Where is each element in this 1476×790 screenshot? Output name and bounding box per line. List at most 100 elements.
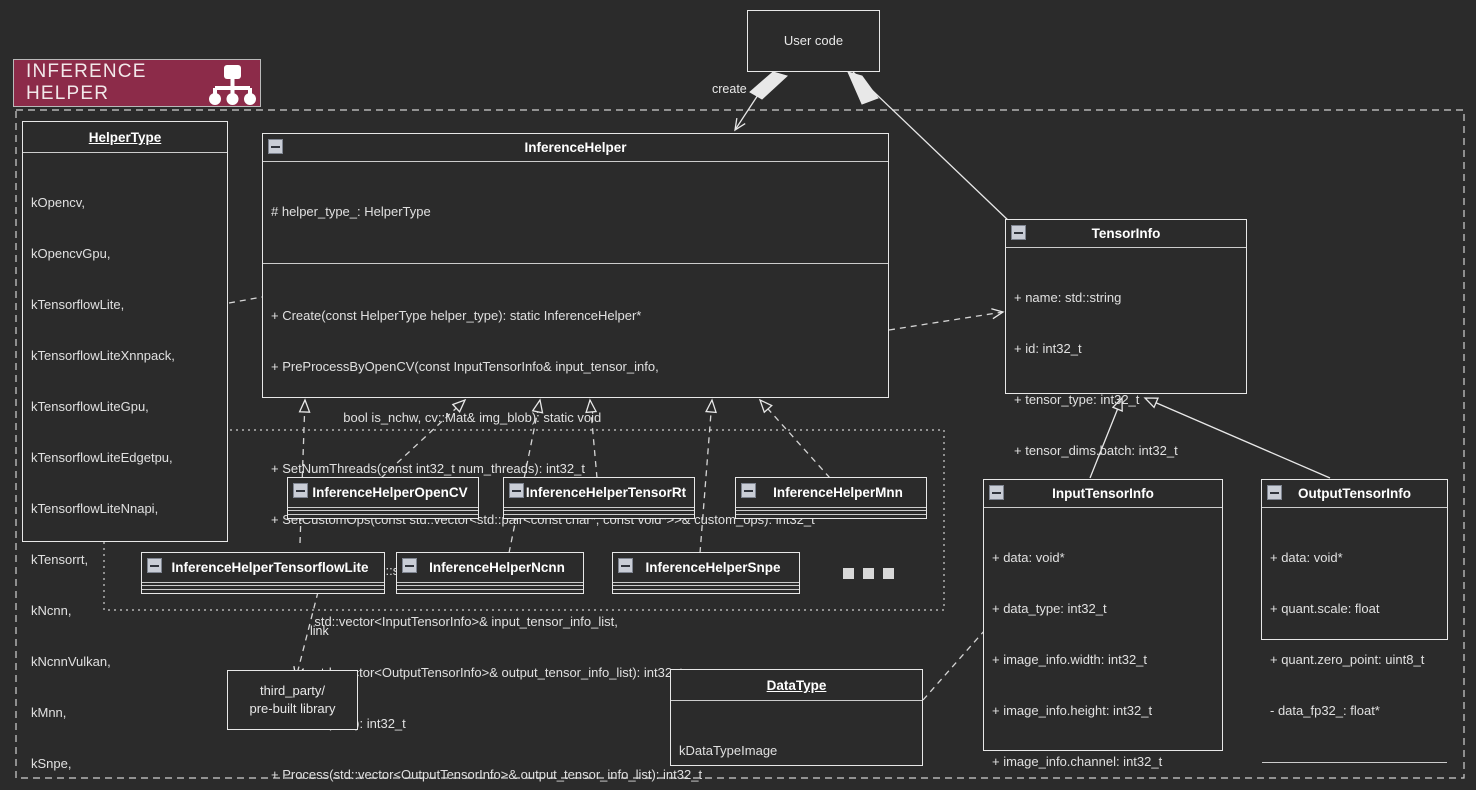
empty-compartment [736, 511, 926, 515]
third-party-line2: pre-built library [249, 701, 336, 716]
enum-value: kMnn, [31, 705, 67, 720]
divider [671, 700, 922, 701]
divider [1006, 247, 1246, 248]
attribute-row: + data: void* [992, 550, 1065, 565]
attribute-row: + quant.zero_point: uint8_t [1270, 652, 1425, 667]
attribute-row: # helper_type_: HelperType [271, 204, 431, 219]
user-code-box: User code [747, 10, 880, 72]
attribute-row: + data_type: int32_t [992, 601, 1107, 616]
edge-label-link: link [310, 624, 329, 638]
edge-inferencehelper-tensorinfo [888, 308, 1005, 331]
logo-text: INFERENCE HELPER [26, 61, 147, 104]
tensorinfo-title: TensorInfo [1006, 220, 1246, 247]
divider [263, 161, 888, 162]
attribute-row: + quant.scale: float [1270, 601, 1380, 616]
helpertype-values: kOpencv, kOpencvGpu, kTensorflowLite, kT… [23, 153, 227, 790]
subclass-title: InferenceHelperTensorflowLite [142, 553, 384, 582]
edge-helpertype-inferencehelper [228, 296, 263, 304]
inferencehelper-attributes: # helper_type_: HelperType [263, 162, 888, 263]
empty-compartment [504, 511, 694, 515]
operation-row: + PreProcessByOpenCV(const InputTensorIn… [271, 359, 659, 374]
enum-value: kSnpe, [31, 756, 72, 771]
enum-value: kNcnn, [31, 603, 72, 618]
user-code-label: User code [783, 33, 844, 48]
enum-value: kDataTypeImage [679, 743, 778, 758]
edge-datatype-inputtensorinfo [922, 629, 986, 701]
attribute-row: + tensor_type: int32_t [1014, 392, 1140, 407]
enum-value: kNcnnVulkan, [31, 654, 111, 669]
edge-create [734, 71, 774, 132]
collapse-minus-icon[interactable] [741, 483, 756, 498]
class-box-inferencehelpertensorrt[interactable]: InferenceHelperTensorRt [503, 477, 695, 519]
collapse-minus-icon[interactable] [402, 558, 417, 573]
enum-value: kTensorflowLiteNnapi, [31, 501, 159, 516]
class-box-inputtensorinfo[interactable]: InputTensorInfo + data: void* + data_typ… [983, 479, 1223, 769]
attribute-row: - data_fp32_: float* [1270, 703, 1380, 718]
outputtensorinfo-attributes: + data: void* + quant.scale: float + qua… [1262, 508, 1447, 762]
enum-value: kTensorflowLiteEdgetpu, [31, 450, 173, 465]
class-box-tensorinfo[interactable]: TensorInfo + name: std::string + id: int… [1005, 219, 1247, 611]
attribute-row: + image_info.height: int32_t [992, 703, 1153, 718]
class-box-datatype[interactable]: DataType kDataTypeImage kDataTypeBlobNhw… [670, 669, 923, 766]
enum-value: kOpencv, [31, 195, 85, 210]
third-party-line1: third_party/ [259, 683, 326, 698]
attribute-row: + image_info.width: int32_t [992, 652, 1148, 667]
subclass-title: InferenceHelperSnpe [613, 553, 799, 582]
edge-label-create: create [712, 82, 747, 96]
inference-helper-logo: INFERENCE HELPER [13, 59, 261, 107]
collapse-minus-icon[interactable] [618, 558, 633, 573]
empty-compartment [504, 507, 694, 511]
collapse-minus-icon[interactable] [1011, 225, 1026, 240]
empty-compartment [736, 507, 926, 511]
collapse-minus-icon[interactable] [989, 485, 1004, 500]
enum-value: kTensorrt, [31, 552, 89, 567]
sitemap-icon [204, 60, 260, 106]
attribute-row: + data: void* [1270, 550, 1343, 565]
divider [23, 152, 227, 153]
collapse-minus-icon[interactable] [509, 483, 524, 498]
class-box-inferencehelper[interactable]: InferenceHelper # helper_type_: HelperTy… [262, 133, 889, 782]
divider [263, 263, 888, 264]
enum-value: kTensorflowLite, [31, 297, 125, 312]
class-box-inferencehelpertensorflowlite[interactable]: InferenceHelperTensorflowLite [141, 552, 385, 594]
divider [984, 507, 1222, 508]
empty-compartment [142, 582, 384, 586]
empty-compartment [288, 511, 478, 515]
inputtensorinfo-title: InputTensorInfo [984, 480, 1222, 507]
class-box-outputtensorinfo[interactable]: OutputTensorInfo + data: void* + quant.s… [1261, 479, 1448, 763]
operation-row: bool is_nchw, cv::Mat& img_blob): static… [271, 410, 602, 425]
outputtensorinfo-title: OutputTensorInfo [1262, 480, 1447, 507]
operation-row: + Process(std::vector<OutputTensorInfo>&… [271, 767, 703, 782]
divider [1262, 762, 1447, 763]
operation-row: std::vector<InputTensorInfo>& input_tens… [271, 614, 618, 629]
datatype-title: DataType [766, 678, 827, 693]
collapse-minus-icon[interactable] [147, 558, 162, 573]
attribute-row: + name: std::string [1014, 290, 1122, 305]
collapse-minus-icon[interactable] [268, 139, 283, 154]
operation-row: + SetNumThreads(const int32_t num_thread… [271, 461, 585, 476]
enum-value: kTensorflowLiteXnnpack, [31, 348, 175, 363]
inputtensorinfo-attributes: + data: void* + data_type: int32_t + ima… [984, 508, 1222, 790]
attribute-row: + image_info.channel: int32_t [992, 754, 1163, 769]
collapse-minus-icon[interactable] [293, 483, 308, 498]
class-box-helpertype[interactable]: HelperType kOpencv, kOpencvGpu, kTensorf… [22, 121, 228, 771]
enum-value: kTensorflowLiteGpu, [31, 399, 149, 414]
datatype-values: kDataTypeImage kDataTypeBlobNhwc kDataTy… [671, 701, 922, 790]
operation-row: + Create(const HelperType helper_type): … [271, 308, 642, 323]
attribute-row: + tensor_dims.batch: int32_t [1014, 443, 1178, 458]
empty-compartment [613, 586, 799, 590]
collapse-minus-icon[interactable] [1267, 485, 1282, 500]
subclass-title: InferenceHelperTensorRt [504, 478, 694, 507]
class-box-inferencehelperopencv[interactable]: InferenceHelperOpenCV [287, 477, 479, 519]
helpertype-title: HelperType [88, 130, 162, 145]
class-box-inferencehelperncnn[interactable]: InferenceHelperNcnn [396, 552, 584, 594]
empty-compartment [288, 507, 478, 511]
empty-compartment [397, 586, 583, 590]
class-box-inferencehelpermnn[interactable]: InferenceHelperMnn [735, 477, 927, 519]
empty-compartment [397, 582, 583, 586]
class-box-inferencehelpersnpe[interactable]: InferenceHelperSnpe [612, 552, 800, 594]
empty-compartment [613, 582, 799, 586]
divider [1262, 507, 1447, 508]
enum-value: kOpencvGpu, [31, 246, 111, 261]
